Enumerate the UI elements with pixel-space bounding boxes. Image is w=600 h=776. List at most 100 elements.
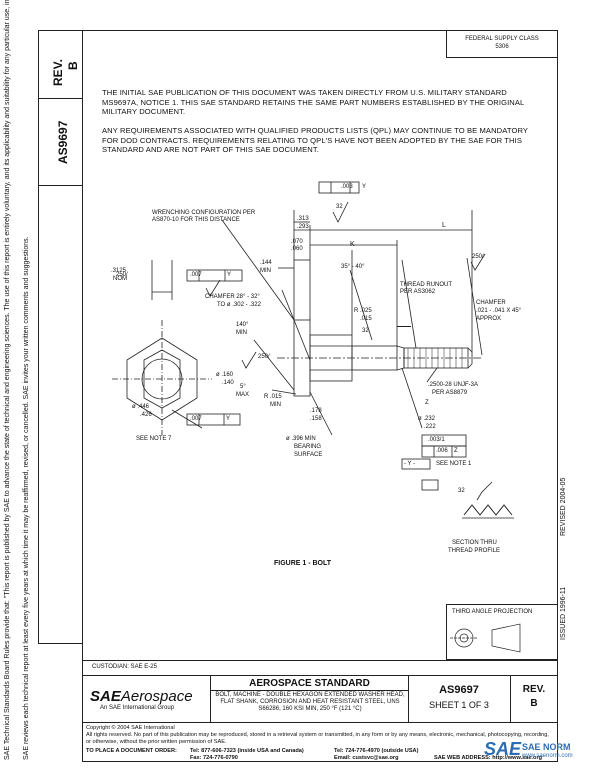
radius-025: R .025 [354,308,372,314]
bearing: BEARING [294,444,322,450]
side-rev-label: REV. [51,59,65,86]
custodian: CUSTODIAN: SAE E-25 [92,664,157,670]
fcf-007-datum: Y [227,272,232,278]
divider [211,690,408,691]
logo-subtitle: An SAE International Group [100,705,175,711]
issued-date: ISSUED 1996-11 [560,586,567,640]
watermark-url: www.saenorm.com [522,753,573,759]
side-rev-value: B [66,61,80,70]
chamfer-021-size: .021 - .041 X 45° [476,308,522,314]
texture-32c: 32 [458,488,465,494]
see-note-1: SEE NOTE 1 [436,461,472,467]
intro-paragraph-2: ANY REQUIREMENTS ASSOCIATED WITH QUALIFI… [102,126,528,154]
dim-dia446: ø .446 [132,404,150,410]
texture-250c: 250/ [258,354,270,360]
dim-158: .158 [310,416,322,422]
fcf-006: .006 [436,448,448,454]
angle-5-max: MAX [236,392,250,398]
footer-web: SAE WEB ADDRESS: http://www.sae.org [434,755,543,761]
end-view-outline [126,337,198,421]
see-note-7: SEE NOTE 7 [136,436,172,442]
angle-140: 140° [236,322,249,328]
divider [82,660,558,661]
standard-title: AEROSPACE STANDARD [249,678,370,689]
dim-140: .140 [222,380,234,386]
dim-178: .178 [310,408,322,414]
dim-nom-value: .3125 [111,268,127,274]
footer-tel: Tel: 877-606-7323 (inside USA and Canada… [190,748,304,754]
dim-144: .144 [260,260,272,266]
fsc-value: 5306 [495,44,509,50]
thread-runout: THREAD RUNOUT PER AS3062 [400,282,452,295]
projection-symbol [450,623,521,653]
projection-box [446,604,558,660]
thread-spec: .2500-28 UNJF-3A [428,382,479,388]
revised-date: REVISED 2004-05 [560,477,567,536]
page-border [82,30,558,762]
fcf-007-tol: .007 [190,272,202,278]
fcf-006-datum: Z [454,448,458,454]
dim-dia426: .426 [140,412,152,418]
watermark-text: SAE NORM [522,742,571,752]
divider [82,675,558,676]
order-label: TO PLACE A DOCUMENT ORDER: [86,748,177,754]
projection-label: THIRD ANGLE PROJECTION [452,609,533,615]
radius-015-min: MIN [270,402,281,408]
divider [408,675,409,722]
dim-K: K [350,241,355,248]
divider [82,722,558,723]
dim-396: ø .396 MIN [286,436,316,442]
dim-160: ø .160 [216,372,234,378]
side-doc-number: AS9697 [56,120,70,164]
datum-y-box: - Y - [404,461,416,467]
footer-fax: Fax: 724-776-0790 [190,755,238,761]
dim-nom: NOM [113,276,127,282]
section-thru: SECTION THRU [452,540,497,546]
footer-copyright: Copyright © 2004 SAE International [86,725,175,731]
fsc-label: FEDERAL SUPPLY CLASS [465,36,539,42]
dim-L: L [442,222,446,229]
angle-140-min: MIN [236,330,247,336]
watermark-logo: SAE [484,739,522,759]
texture-32b: 32 [362,328,369,334]
dim-060: .060 [291,246,303,252]
side-note-rules: SAE Technical Standards Board Rules prov… [4,0,11,760]
dim-222: .222 [424,424,436,430]
dim-232: ø .232 [418,416,436,422]
fcf-top-tol: .003 [341,184,353,190]
surface: SURFACE [294,452,323,458]
angle-5: 5° [240,384,246,390]
part-description: BOLT, MACHINE - DOUBLE HEXAGON EXTENDED … [215,692,405,713]
figure-caption: FIGURE 1 - BOLT [274,560,332,567]
doc-number: AS9697 [439,684,479,696]
intro-paragraph-1: THE INITIAL SAE PUBLICATION OF THIS DOCU… [102,88,525,116]
fcf-007b-tol: .007 [190,416,202,422]
dim-313: .313 [297,216,309,222]
footer-email: Email: custsvc@sae.org [334,755,399,761]
radius-015: R .015 [264,394,282,400]
sheet-number: SHEET 1 OF 3 [429,700,489,710]
datum-z: Z [425,400,429,406]
radius-015b: .015 [360,316,372,322]
footer-tel2: Tel: 724-776-4970 (outside USA) [334,748,419,754]
texture-250b: 250/ [472,254,484,260]
chamfer-approx: APPROX [476,316,502,322]
wrenching-label: WRENCHING CONFIGURATION PER AS870-10 FOR… [152,210,256,223]
logo-sae: SAE [90,688,121,705]
dim-293: .293 [297,224,309,230]
divider [510,675,511,722]
left-strip [38,30,82,644]
rev-value: B [530,698,538,709]
fsc-box [446,30,558,58]
texture-32a: 32 [336,204,343,210]
footer-rights: All rights reserved. No part of this pub… [86,732,549,745]
dim-144-min: MIN [260,268,271,274]
chamfer-021: CHAMFER [476,300,506,306]
chamfer-28: CHAMFER 28° - 32° [205,294,260,300]
divider [38,185,82,186]
fcf-007b-datum: Y [226,416,231,422]
dim-070: .070 [291,239,303,245]
sae-logo: SAEAerospace [90,688,193,705]
thread-profile: THREAD PROFILE [448,548,501,554]
